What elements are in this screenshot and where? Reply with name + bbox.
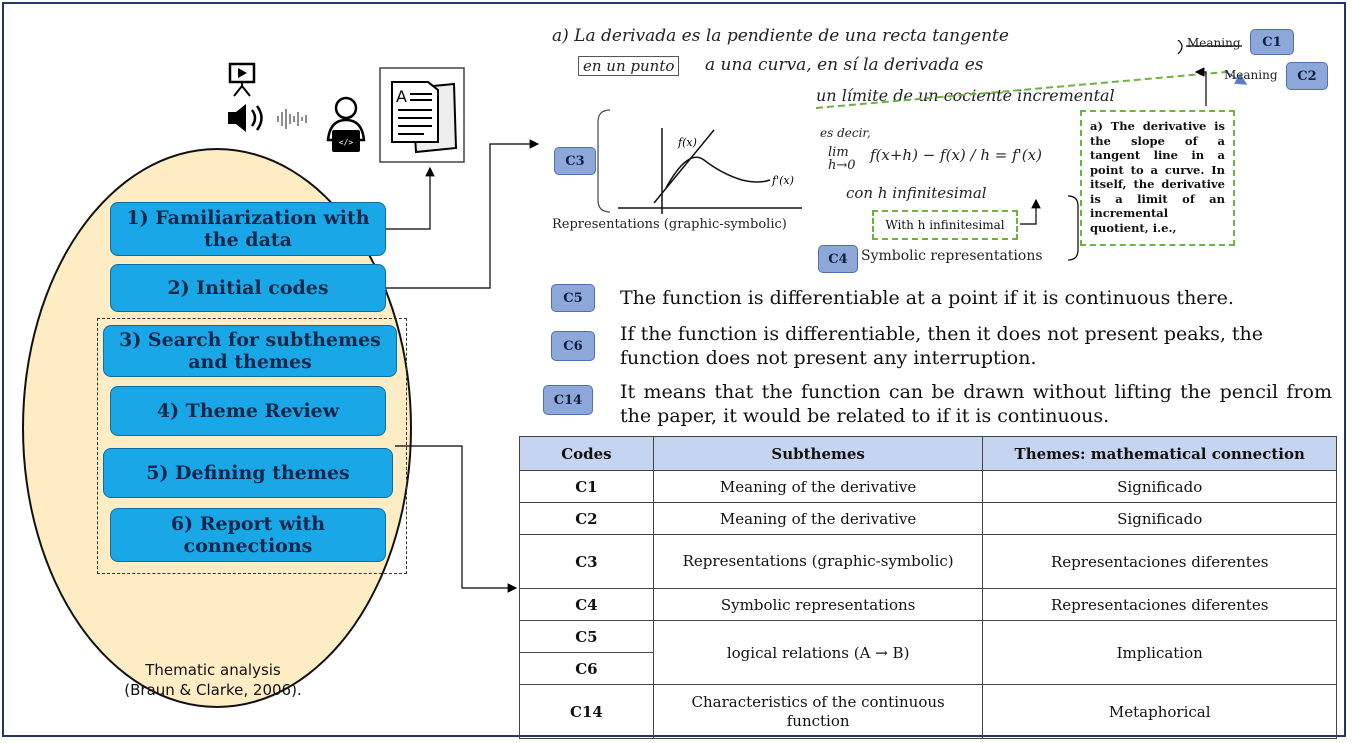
meaning-label-1: Meaning (1187, 36, 1241, 50)
annotation-lines (815, 40, 1248, 109)
soundwave-icon (277, 109, 307, 129)
cell-code: C14 (519, 684, 654, 739)
handwriting-line2: a una curva, en sí la derivada es (705, 55, 984, 75)
statement-c5: The function is differentiable at a poin… (620, 287, 1234, 309)
formula-quotient: f(x+h) − f(x) / h = f'(x) (870, 146, 1042, 164)
derivative-graph: f(x) f'(x) (597, 109, 802, 214)
caption: Thematic analysis (Braun & Clarke, 2006)… (118, 660, 308, 700)
cell-code: C5 (519, 620, 654, 653)
statement-c6: If the function is differentiable, then … (620, 323, 1264, 369)
cell-code: C6 (519, 652, 654, 685)
table-row: C14 Characteristics of the continuous fu… (519, 684, 1337, 739)
presentation-icon (228, 62, 256, 97)
header-themes: Themes: mathematical connection (982, 436, 1337, 471)
table-row: C5 logical relations (A → B) Implication (519, 620, 1337, 685)
step-initial-codes: 2) Initial codes (110, 264, 386, 312)
cell-code: C2 (519, 502, 654, 535)
translation-text: a) The derivative is the slope of a tang… (1090, 119, 1225, 235)
cell-subtheme: Meaning of the derivative (652, 502, 984, 535)
symbolic-representations-label: Symbolic representations (861, 248, 1043, 264)
code-badge-c4: C4 (818, 245, 858, 273)
formula-bracket-arrows (1020, 195, 1079, 261)
step-report-connections: 6) Report with connections (110, 508, 386, 562)
translation-box: a) The derivative is the slope of a tang… (1080, 110, 1235, 246)
icon-cluster: </> (228, 62, 366, 152)
documents-icon: A (379, 67, 465, 163)
cell-subtheme: Meaning of the derivative (652, 470, 984, 503)
formula-lim: lim h→0 (828, 145, 856, 173)
table-row: C4 Symbolic representations Representaci… (519, 588, 1337, 621)
code-badge-c14: C14 (543, 385, 593, 415)
table-row: C1 Meaning of the derivative Significado (519, 470, 1337, 503)
handwriting-line1: a) La derivada es la pendiente de una re… (552, 26, 1009, 46)
step-search-themes: 3) Search for subthemes and themes (103, 325, 397, 377)
with-h-infinitesimal-box: With h infinitesimal (872, 210, 1018, 240)
cell-theme: Implication (982, 620, 1337, 685)
cell-theme: Representaciones diferentes (982, 588, 1337, 621)
header-subthemes: Subthemes (652, 436, 984, 471)
table-header-row: Codes Subthemes Themes: mathematical con… (519, 436, 1337, 471)
table-row: C6 (519, 652, 1337, 685)
cell-subtheme: logical relations (A → B) (652, 620, 984, 685)
cell-theme: Significado (982, 470, 1337, 503)
statement-c14: It means that the function can be drawn … (620, 381, 1332, 427)
step-familiarization: 1) Familiarization with the data (110, 202, 386, 256)
cell-subtheme: Characteristics of the continuous functi… (652, 684, 984, 739)
representations-label: Representations (graphic-symbolic) (552, 217, 787, 232)
with-h-infinitesimal-label: With h infinitesimal (885, 218, 1005, 232)
cell-subtheme: Symbolic representations (652, 588, 984, 621)
user-at-laptop-icon: </> (326, 96, 366, 152)
cell-theme: Metaphorical (982, 684, 1337, 739)
cell-theme: Representaciones diferentes (982, 534, 1337, 589)
code-badge-c1: C1 (1250, 29, 1294, 55)
code-badge-c6: C6 (551, 331, 595, 361)
table-row: C2 Meaning of the derivative Significado (519, 502, 1337, 535)
formula-con-h: con h infinitesimal (846, 184, 987, 202)
caption-title: Thematic analysis (145, 661, 281, 679)
handwriting-en-un-punto: en un punto (578, 56, 680, 76)
graph-fpx-label: f'(x) (771, 174, 794, 187)
code-badge-c2: C2 (1286, 62, 1328, 90)
speaker-icon (228, 104, 263, 132)
cell-code: C1 (519, 470, 654, 503)
header-codes: Codes (519, 436, 654, 471)
cell-theme: Significado (982, 502, 1337, 535)
meaning-label-2: Meaning (1224, 68, 1278, 82)
svg-text:</>: </> (339, 138, 354, 147)
cell-code: C3 (519, 534, 654, 589)
code-badge-c3: C3 (554, 147, 596, 175)
formula-es-decir: es decir, (820, 126, 871, 140)
cell-code: C4 (519, 588, 654, 621)
caption-citation: (Braun & Clarke, 2006). (124, 681, 302, 699)
graph-fx-label: f(x) (677, 136, 697, 149)
svg-text:A: A (396, 87, 407, 106)
step-theme-review: 4) Theme Review (110, 386, 386, 436)
table-row: C3 Representations (graphic-symbolic) Re… (519, 534, 1337, 589)
codes-table: Codes Subthemes Themes: mathematical con… (519, 436, 1337, 739)
cell-subtheme: Representations (graphic-symbolic) (652, 534, 984, 589)
step-defining-themes: 5) Defining themes (103, 448, 393, 498)
code-badge-c5: C5 (551, 284, 595, 312)
